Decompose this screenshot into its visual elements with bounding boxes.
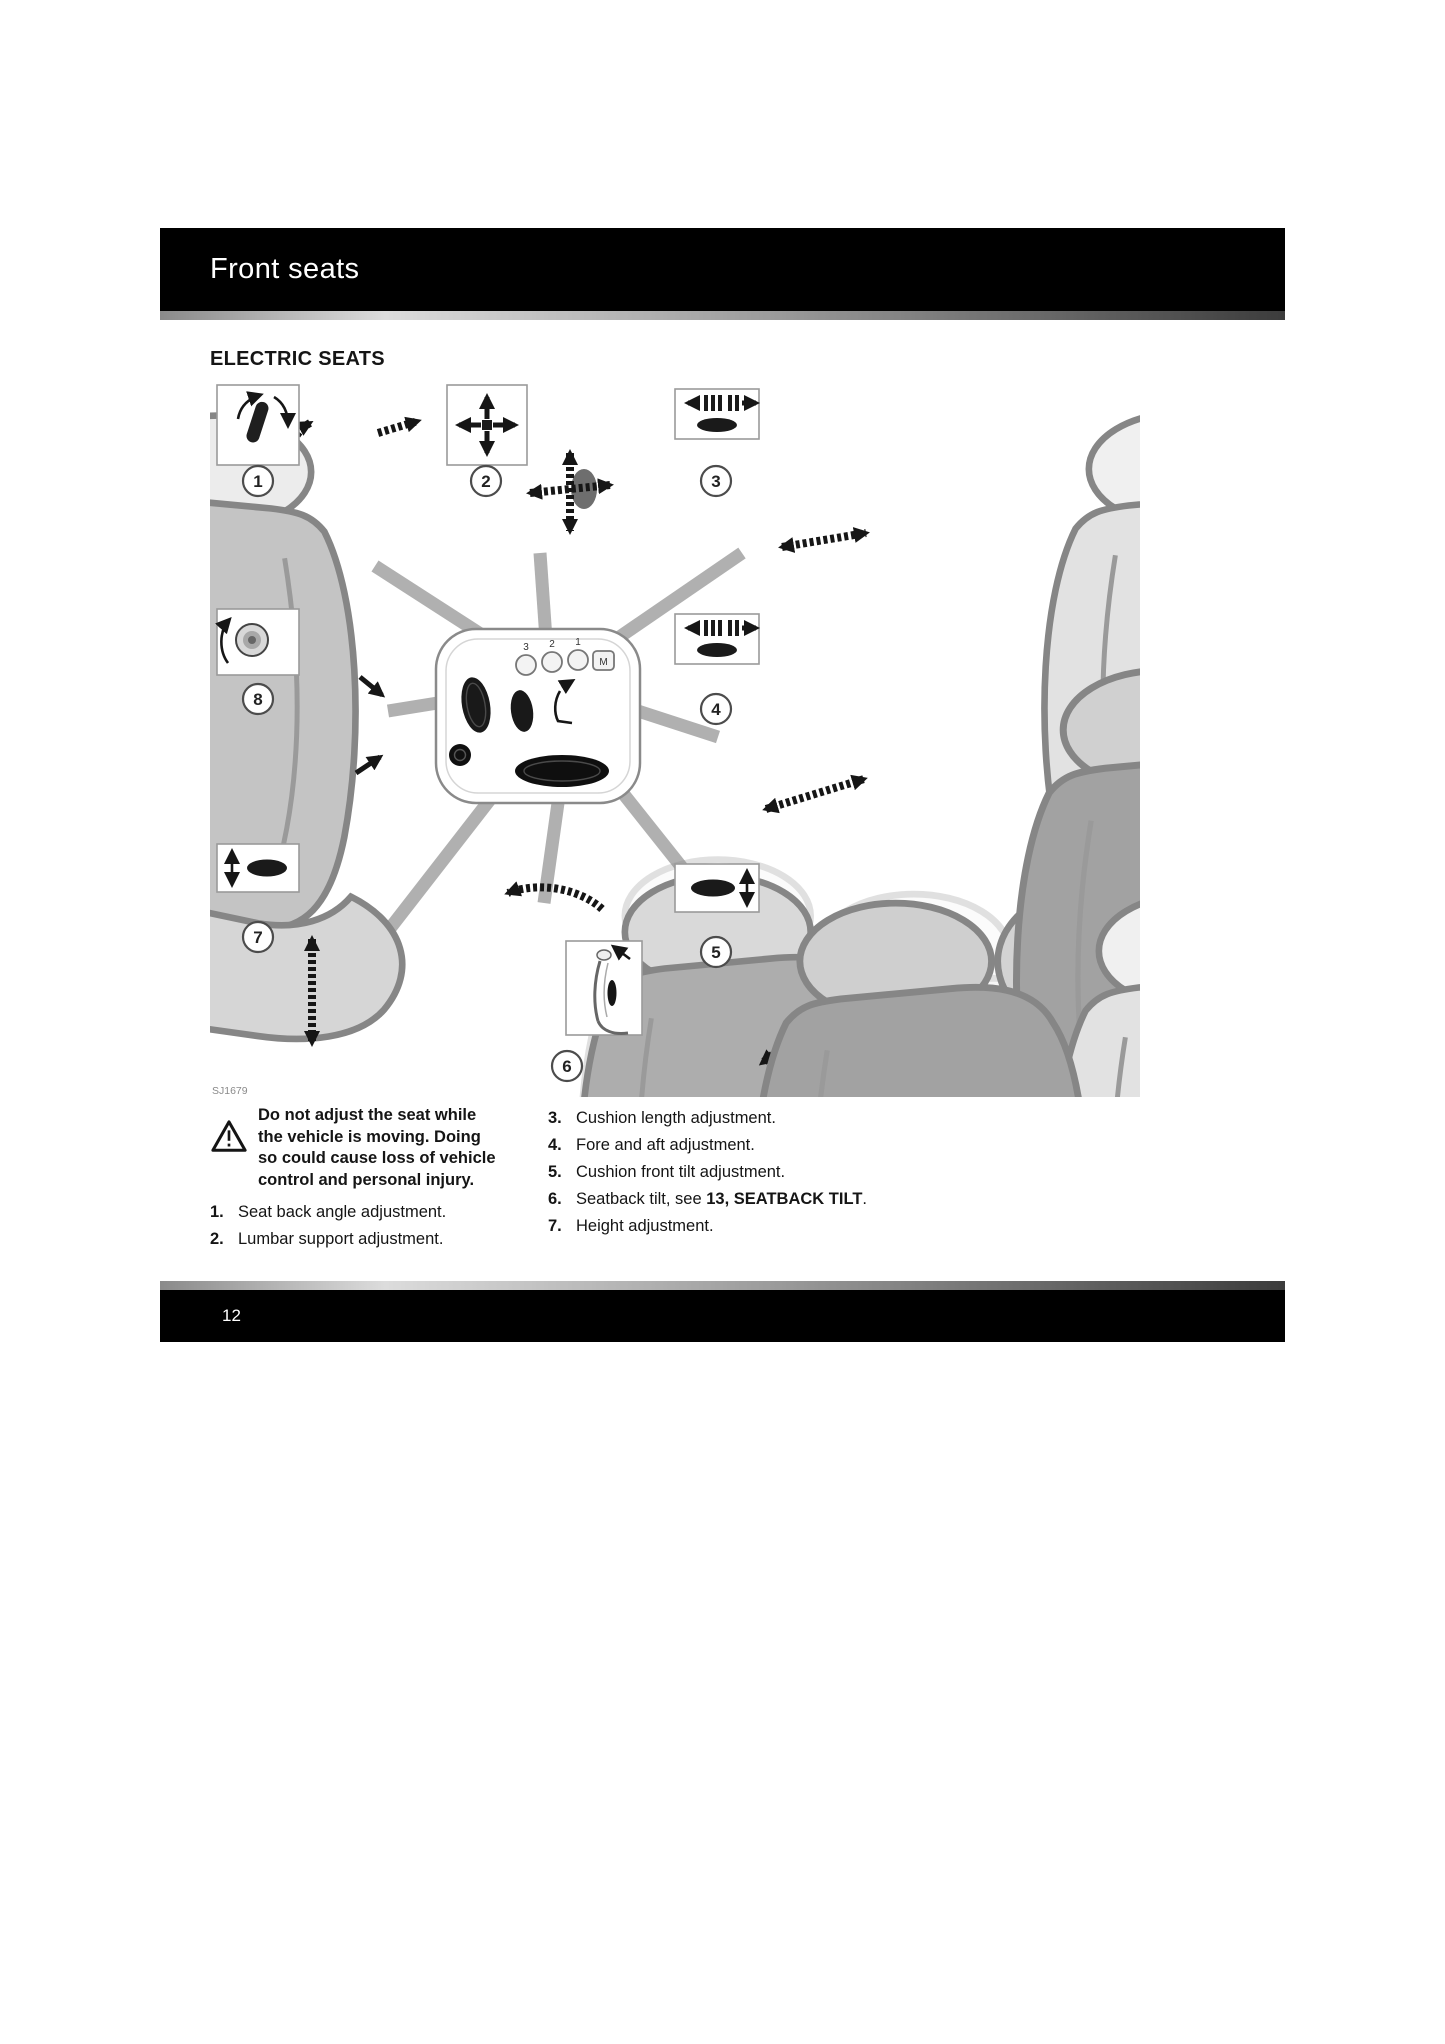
seat-illustration-7 xyxy=(304,874,947,1500)
control-inset-3 xyxy=(674,388,760,440)
memory-button-2 xyxy=(541,651,563,673)
warning-note: Do not adjust the seat while the vehicle… xyxy=(210,1105,548,1191)
switch-icon xyxy=(697,643,737,657)
warning-icon xyxy=(210,1105,258,1191)
legend-item-3: 3. Cushion length adjustment. xyxy=(548,1109,776,1127)
round-button xyxy=(449,744,471,766)
callout-5: 5 xyxy=(699,935,733,969)
switch-icon xyxy=(697,418,737,432)
warning-text: Do not adjust the seat while the vehicle… xyxy=(258,1106,496,1189)
legend-items-left: 1. Seat back angle adjustment. 2. Lumbar… xyxy=(210,1199,548,1253)
legend-item-1: 1. Seat back angle adjustment. xyxy=(210,1203,447,1221)
svg-text:5: 5 xyxy=(711,943,720,962)
legend: Do not adjust the seat while the vehicle… xyxy=(210,1105,1235,1253)
seatback-switch xyxy=(461,677,491,733)
switch-icon xyxy=(247,859,287,877)
legend-item-2: 2. Lumbar support adjustment. xyxy=(210,1230,444,1248)
legend-item-6: 6. Seatback tilt, see 13, SEATBACK TILT. xyxy=(548,1190,867,1208)
callout-8: 8 xyxy=(241,682,275,716)
callout-1: 1 xyxy=(241,464,275,498)
callout-7: 7 xyxy=(241,920,275,954)
lever-icon xyxy=(246,401,269,443)
svg-text:7: 7 xyxy=(253,928,262,947)
seat-illustration-2 xyxy=(0,414,614,1040)
control-inset-7 xyxy=(216,843,300,893)
legend-item-4: 4. Fore and aft adjustment. xyxy=(548,1136,755,1154)
memory-set-button xyxy=(592,650,615,671)
svg-text:1: 1 xyxy=(253,472,262,491)
switch-icon xyxy=(691,879,735,897)
electric-seats-diagram: 3 2 1 M xyxy=(0,381,1421,1548)
section-title: ELECTRIC SEATS xyxy=(210,348,385,370)
memory-button-3 xyxy=(515,654,537,676)
seat-illustration-3 xyxy=(778,411,1411,1037)
seat-glyph xyxy=(553,690,573,725)
seat-control-panel: 3 2 1 M xyxy=(434,627,642,805)
legend-left-column: Do not adjust the seat while the vehicle… xyxy=(210,1105,548,1253)
seat-diagram-svg: 3 2 1 M xyxy=(0,384,1421,1548)
control-inset-6 xyxy=(565,940,643,1036)
memory-label-3: 3 xyxy=(523,642,529,653)
control-inset-4 xyxy=(674,613,760,665)
svg-text:4: 4 xyxy=(711,700,721,719)
legend-right-column: 3. Cushion length adjustment. 4. Fore an… xyxy=(548,1105,1108,1253)
memory-label-2: 2 xyxy=(549,639,555,650)
page-content: ELECTRIC SEATS xyxy=(0,330,1421,1548)
svg-text:8: 8 xyxy=(253,690,262,709)
callout-3: 3 xyxy=(699,464,733,498)
header-gradient-rule xyxy=(160,311,1285,320)
control-inset-5 xyxy=(674,863,760,913)
header-bar: Front seats xyxy=(160,228,1285,311)
svg-text:6: 6 xyxy=(562,1057,571,1076)
seat-illustration-6 xyxy=(504,881,1132,1548)
control-inset-1 xyxy=(216,384,300,466)
memory-label-1: 1 xyxy=(575,637,581,648)
four-way-icon xyxy=(482,420,492,430)
cushion-switch xyxy=(515,755,609,787)
footer-gradient-rule xyxy=(160,1281,1285,1290)
control-inset-2 xyxy=(446,384,528,466)
seat-side-icon xyxy=(596,949,612,961)
figure-code: SJ1679 xyxy=(212,1085,248,1097)
callout-2: 2 xyxy=(469,464,503,498)
lumbar-switch xyxy=(510,690,534,732)
svg-text:3: 3 xyxy=(711,472,720,491)
page-number: 12 xyxy=(222,1306,241,1325)
control-inset-8 xyxy=(215,608,300,676)
seat-illustration-8 xyxy=(0,648,386,1274)
callout-6: 6 xyxy=(550,1049,584,1083)
page-title: Front seats xyxy=(210,253,360,285)
svg-text:2: 2 xyxy=(481,472,490,491)
footer-bar: 12 xyxy=(160,1290,1285,1342)
memory-set-label: M xyxy=(599,657,607,668)
seat-illustration-4 xyxy=(762,669,1402,1328)
callout-4: 4 xyxy=(699,692,733,726)
legend-item-7: 7. Height adjustment. xyxy=(548,1217,714,1235)
memory-button-1 xyxy=(567,649,589,671)
legend-item-5: 5. Cushion front tilt adjustment. xyxy=(548,1163,786,1181)
